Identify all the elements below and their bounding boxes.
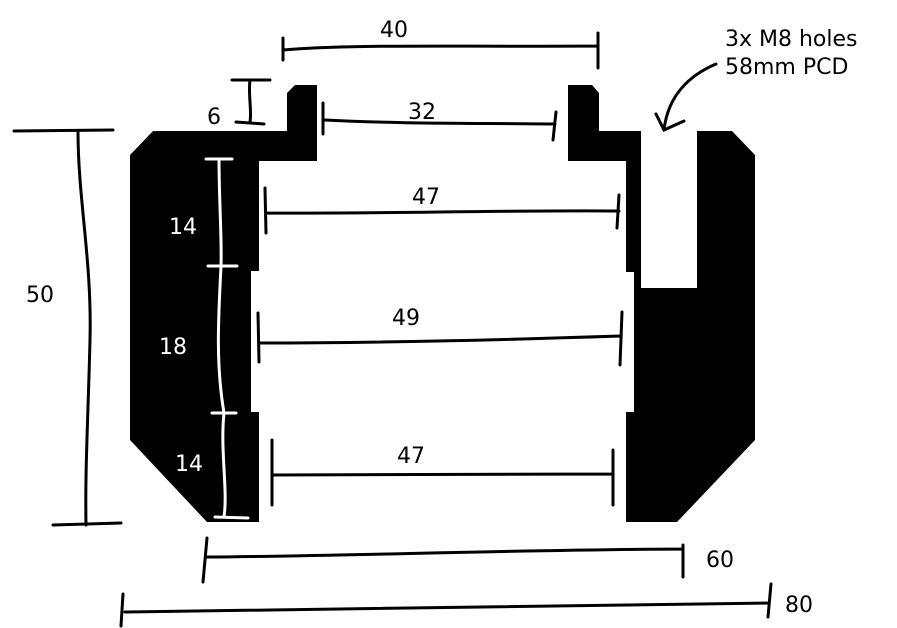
section-dim-line bbox=[204, 157, 250, 520]
label-upper-section: 14 bbox=[169, 215, 197, 240]
hole-note: 3x M8 holes 58mm PCD bbox=[725, 26, 858, 82]
dim-line-80 bbox=[119, 582, 773, 628]
dim-line-32 bbox=[321, 101, 558, 142]
hole-note-line2: 58mm PCD bbox=[725, 55, 849, 80]
label-middle-section: 18 bbox=[159, 335, 187, 360]
label-top-width: 40 bbox=[380, 18, 408, 43]
hole-note-line1: 3x M8 holes bbox=[725, 27, 858, 52]
label-flange-height: 6 bbox=[207, 105, 221, 130]
label-lower-bore: 47 bbox=[397, 444, 425, 469]
label-middle-bore: 49 bbox=[392, 306, 420, 331]
dim-line-50 bbox=[12, 128, 123, 527]
left-wall-section bbox=[130, 85, 317, 522]
dim-line-47-upper bbox=[263, 186, 621, 235]
label-overall-width: 80 bbox=[785, 593, 813, 618]
dim-line-60 bbox=[201, 536, 685, 584]
label-lower-section: 14 bbox=[175, 452, 203, 477]
dim-line-40 bbox=[281, 31, 600, 70]
label-top-bore: 32 bbox=[408, 100, 436, 125]
note-arrow bbox=[654, 62, 718, 132]
label-upper-bore: 47 bbox=[412, 185, 440, 210]
label-total-height: 50 bbox=[26, 283, 54, 308]
right-wall-section bbox=[568, 85, 755, 522]
dim-line-49 bbox=[256, 310, 624, 367]
label-bottom-width: 60 bbox=[706, 548, 734, 573]
dim-line-47-lower bbox=[270, 438, 615, 507]
dim-line-6 bbox=[230, 78, 272, 126]
